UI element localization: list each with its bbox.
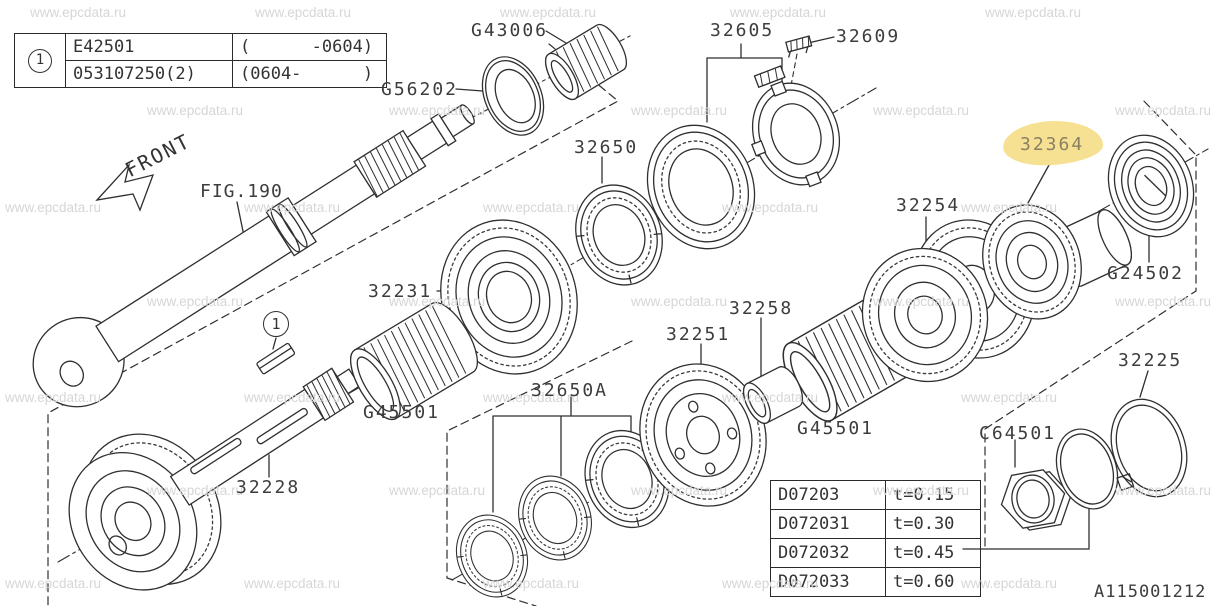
shim-cell-1-1: t=0.30 xyxy=(885,509,981,539)
shim-table-leader xyxy=(962,506,1090,550)
drawing-washer-G56202 xyxy=(481,56,545,136)
boundary-right-group xyxy=(984,97,1197,547)
shim-cell-3-0[interactable]: D072033 xyxy=(770,567,886,597)
ref-marker-badge: 1 xyxy=(28,48,52,73)
drawing-locknut-C64501 xyxy=(1000,469,1072,531)
drawing-gear-32231 xyxy=(440,219,578,375)
part-label-G56202-3[interactable]: G56202 xyxy=(381,79,459,100)
part-label-32254-6[interactable]: 32254 xyxy=(896,195,961,216)
ref-marker-cell: 1 xyxy=(14,33,66,88)
ref-cell-1-0: 053107250(2) xyxy=(65,60,233,88)
drawing-input-shaft-fig190 xyxy=(32,104,475,408)
part-label-G45501-13[interactable]: G45501 xyxy=(797,418,875,439)
drawing-gear-32251 xyxy=(639,363,767,507)
part-label-32228-16[interactable]: 32228 xyxy=(236,477,301,498)
part-label-32650A-11[interactable]: 32650A xyxy=(531,380,609,401)
part-label-32231-8[interactable]: 32231 xyxy=(368,281,433,302)
part-label-32364-5[interactable]: 32364 xyxy=(1020,134,1085,155)
part-label-G45501-12[interactable]: G45501 xyxy=(363,402,441,423)
ref-cell-1-1: (0604- ) xyxy=(232,60,387,88)
drawing-bearing-G24502 xyxy=(1107,134,1195,238)
part-label-G43006-0[interactable]: G43006 xyxy=(471,20,549,41)
drawing-sleeve-32605 xyxy=(646,124,756,250)
part-label-32258-9[interactable]: 32258 xyxy=(729,298,794,319)
drawing-gear-32254 xyxy=(861,219,1036,383)
shim-cell-0-0[interactable]: D07203 xyxy=(770,480,886,510)
part-label-G24502-7[interactable]: G24502 xyxy=(1107,263,1185,284)
ref-cell-0-1: ( -0604) xyxy=(232,33,387,61)
drawing-number: A115001212 xyxy=(1094,582,1207,602)
shim-cell-3-1: t=0.60 xyxy=(885,567,981,597)
part-label-32225-15[interactable]: 32225 xyxy=(1118,350,1183,371)
front-direction-label: FRONT xyxy=(121,128,195,182)
shim-cell-2-0[interactable]: D072032 xyxy=(770,538,886,568)
drawing-shaft-32228 xyxy=(68,367,361,591)
part-label-32609-2[interactable]: 32609 xyxy=(836,26,901,47)
callout-1-badge: 1 xyxy=(263,311,289,337)
shim-cell-0-1: t=0.15 xyxy=(885,480,981,510)
front-arrow-icon xyxy=(95,162,155,212)
drawing-key xyxy=(256,342,296,375)
drawing-bearing-G43006 xyxy=(544,23,628,101)
drawing-snap-ring-32225 xyxy=(1110,398,1188,498)
drawing-hub-32605 xyxy=(750,65,841,188)
part-label-32650-4[interactable]: 32650 xyxy=(574,137,639,158)
boundary-synchro-ring-group xyxy=(446,340,633,606)
drawing-gear-32364 xyxy=(982,204,1133,320)
part-label-32251-10[interactable]: 32251 xyxy=(666,324,731,345)
shim-cell-2-1: t=0.45 xyxy=(885,538,981,568)
drawing-bushing-32258 xyxy=(742,366,804,424)
part-label-32605-1[interactable]: 32605 xyxy=(710,20,775,41)
fig-reference-label[interactable]: FIG.190 xyxy=(200,181,283,202)
part-label-C64501-14[interactable]: C64501 xyxy=(979,423,1057,444)
drawing-clip-32609 xyxy=(785,35,813,58)
